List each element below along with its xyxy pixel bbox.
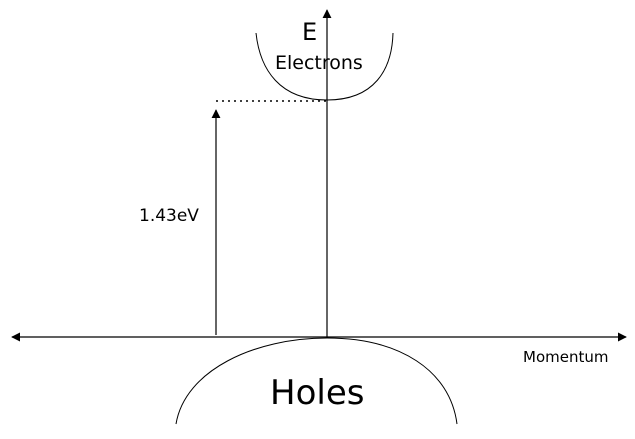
band-gap-label: 1.43eV (139, 206, 199, 226)
holes-label: Holes (270, 373, 364, 413)
valence-band-curve (175, 337, 458, 425)
electrons-label: Electrons (275, 52, 363, 74)
conduction-band-curve (255, 32, 394, 101)
momentum-axis-label: Momentum (523, 348, 608, 366)
energy-axis-label: E (302, 18, 317, 46)
